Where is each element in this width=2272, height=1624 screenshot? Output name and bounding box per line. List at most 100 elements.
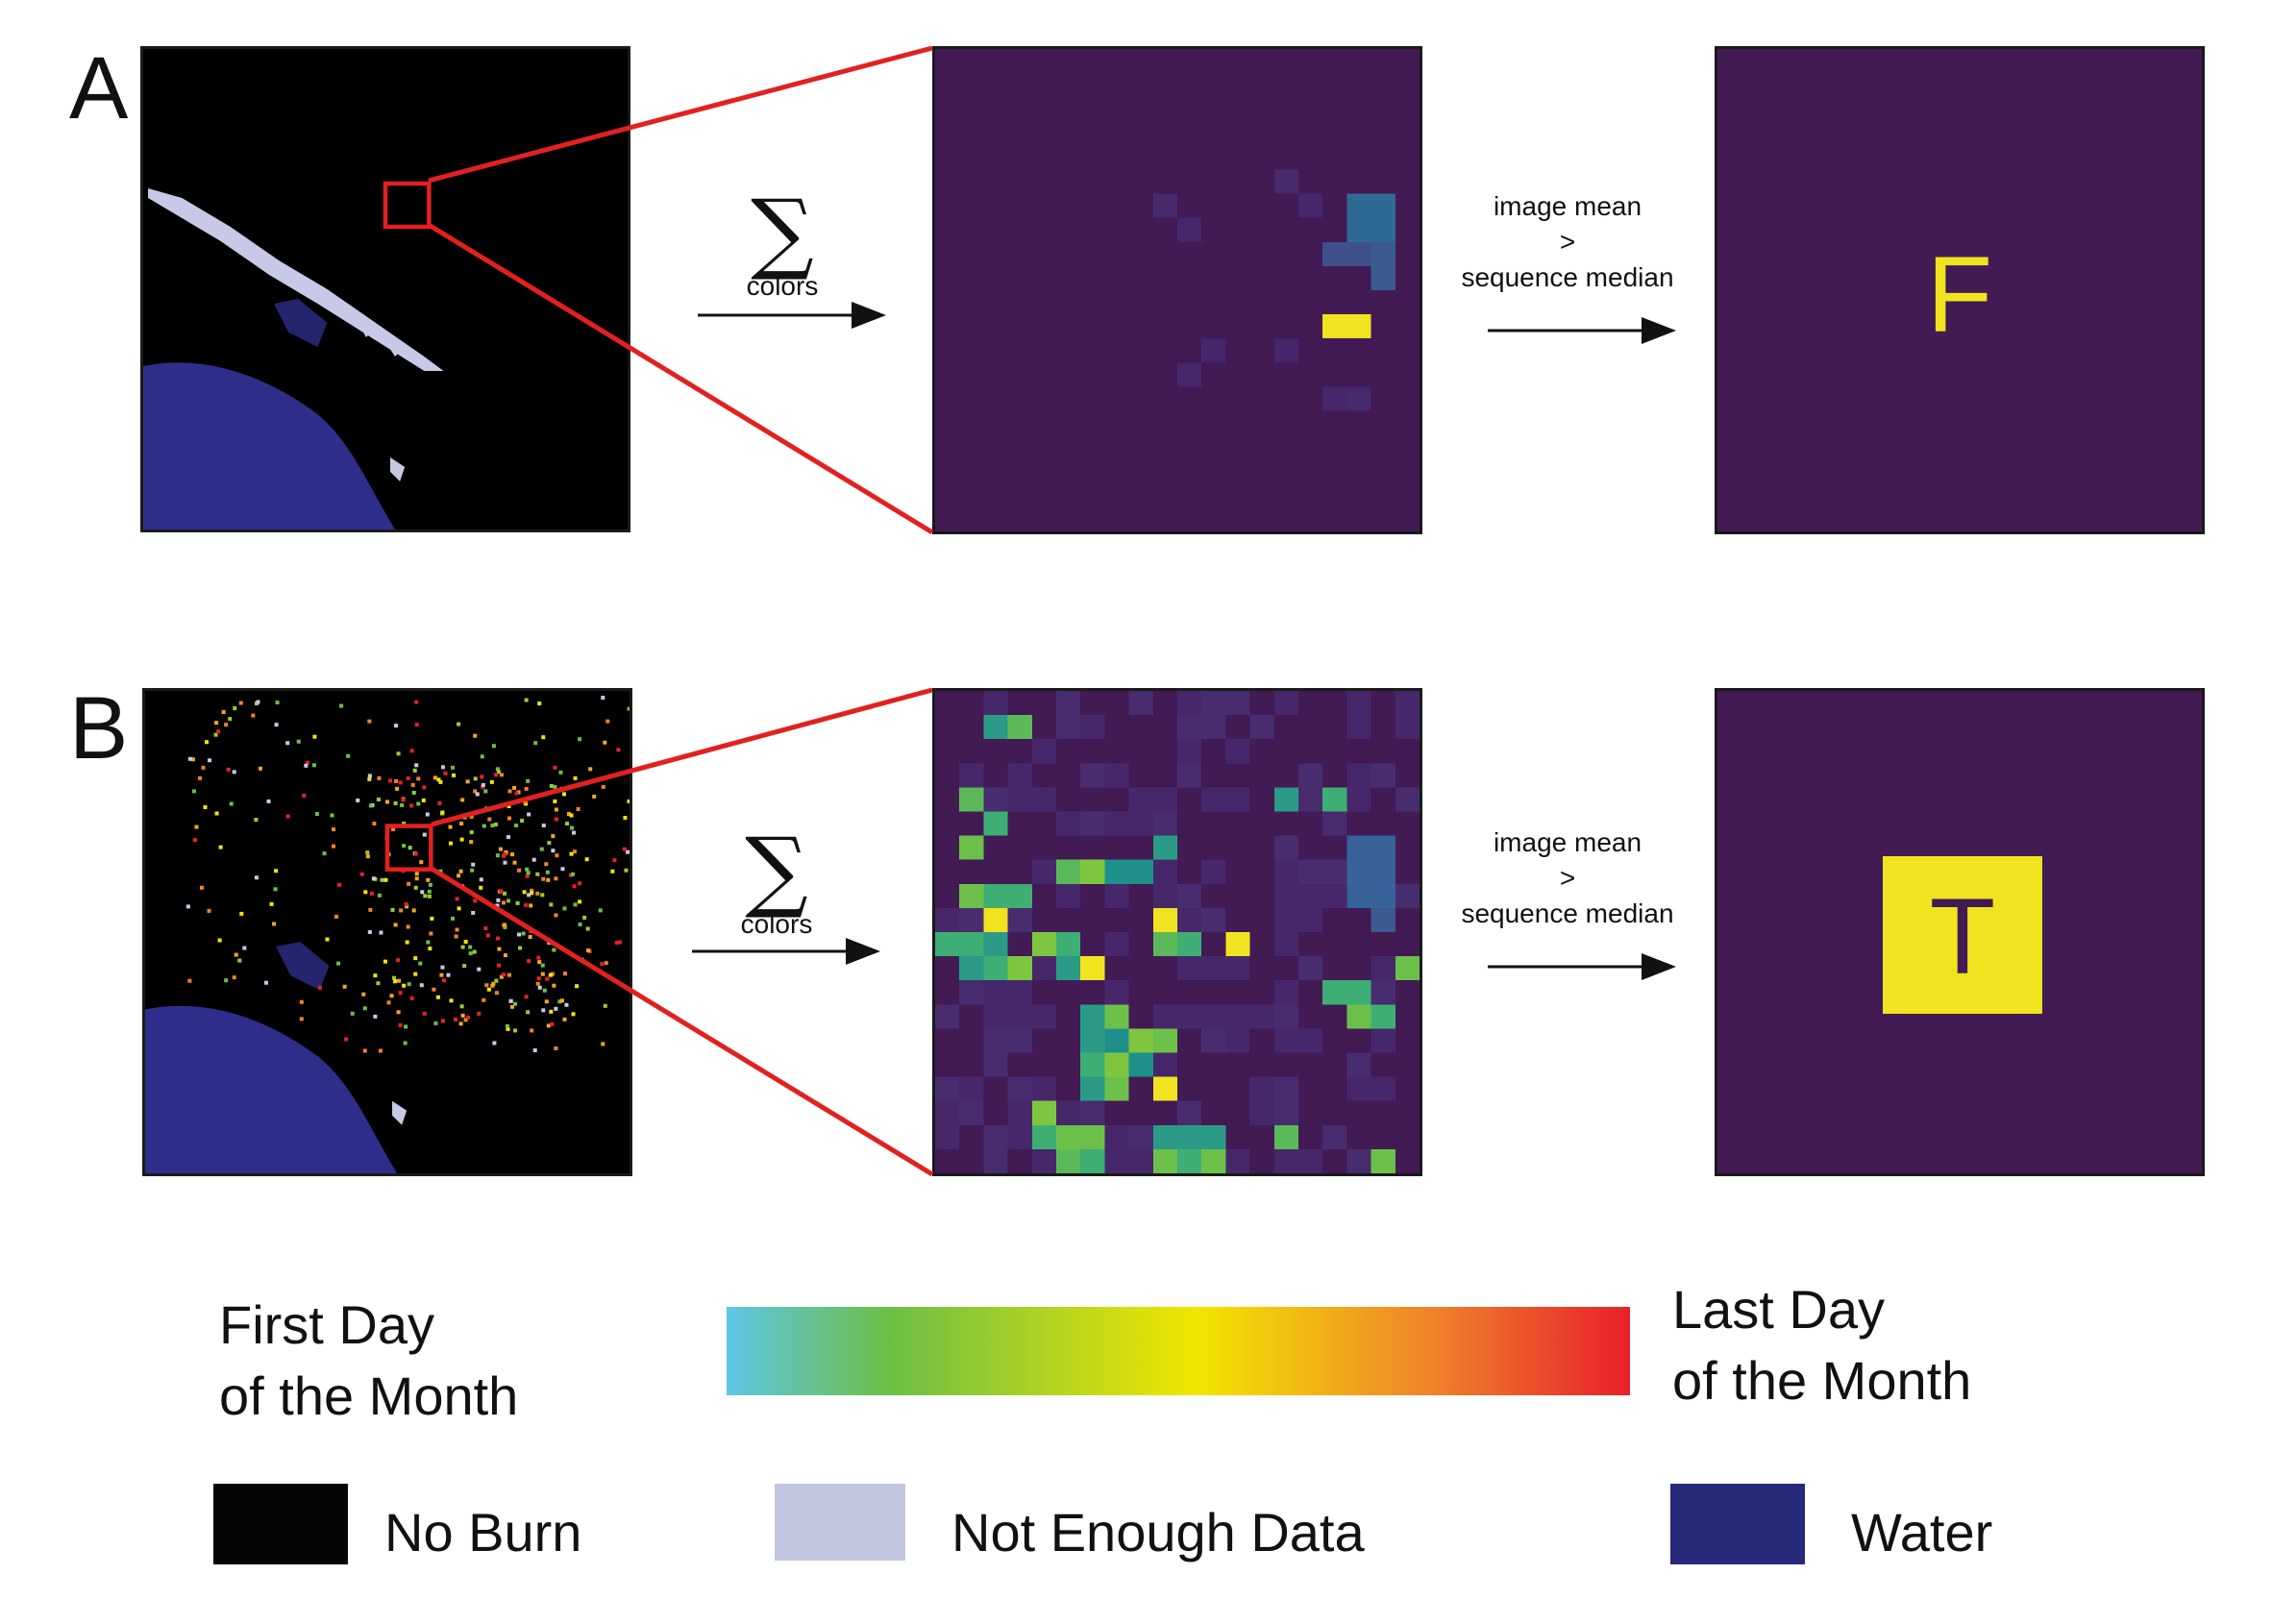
heatmap-cell [1056,1148,1081,1173]
burn-pixel [485,933,490,938]
burn-pixel [187,756,192,761]
burn-pixel [274,723,279,727]
burn-pixel [524,698,529,702]
burn-pixel [413,851,418,856]
burn-pixel [406,924,410,929]
not-enough-data-label: Not Enough Data [951,1502,1365,1562]
gradient-end-line-2: of the Month [1672,1350,1972,1411]
burn-pixel [483,789,488,794]
comparison-line-1: image mean [1493,827,1642,857]
burn-pixel [569,813,574,818]
burn-pixel [393,923,398,927]
heatmap-cell [1273,691,1298,716]
burn-pixel [585,926,590,931]
burn-pixel [541,1008,546,1013]
burn-pixel [484,983,489,988]
heatmap-cell [983,1004,1008,1029]
heatmap-cell [1298,193,1323,218]
burn-pixel [365,854,370,859]
result-false-letter: F [1926,234,1993,355]
burn-pixel [440,1019,445,1023]
burn-pixel [518,946,523,950]
burn-pixel [441,978,446,983]
heatmap-cell [1346,1052,1371,1077]
burn-pixel [204,740,210,745]
heatmap-cell [1056,932,1081,957]
burn-pixel [217,938,222,943]
burn-pixel [592,794,597,799]
burn-pixel [416,801,421,806]
heatmap-cell [1298,907,1323,932]
burn-pixel [369,891,374,896]
burn-pixel [399,908,404,913]
water-swatch [1670,1484,1805,1564]
burn-pixel [274,869,279,874]
burn-pixel [499,889,504,894]
heatmap-cell [1371,1028,1395,1053]
burn-pixel [455,897,459,901]
burn-pixel [457,906,461,911]
burn-pixel [232,975,236,980]
burn-pixel [416,776,421,781]
burn-pixel [373,973,378,978]
heatmap-cell [983,691,1008,716]
burn-pixel [471,862,476,867]
burn-pixel [427,889,432,894]
burn-pixel [525,874,530,878]
heatmap-cell [1346,1076,1371,1101]
heatmap-cell [1007,907,1032,932]
burn-pixel [580,957,584,962]
heatmap-cell [959,835,984,860]
burn-pixel [624,868,629,873]
burn-pixel [362,1006,367,1011]
burn-pixel [503,953,507,958]
heatmap-cell [1007,1076,1032,1101]
heatmap-cell [1104,980,1129,1005]
heatmap-cell [1371,907,1395,932]
heatmap-cell [1056,691,1081,716]
burn-pixel [214,811,219,816]
burn-pixel [463,940,468,945]
burn-pixel [480,754,484,759]
heatmap-cell [1177,217,1202,242]
burn-pixel [542,988,547,993]
burn-pixel [368,803,373,808]
burn-pixel [221,710,226,715]
burn-pixel [365,850,370,855]
row-b-burn-map-image [145,691,630,1173]
heatmap-cell [1322,314,1371,339]
burn-pixel [457,722,461,726]
burn-pixel [526,871,531,875]
burn-pixel [554,876,558,881]
burn-pixel [550,1021,555,1026]
heatmap-cell [1056,715,1081,740]
burn-pixel [477,1011,482,1016]
burn-pixel [285,814,290,819]
burn-pixel [559,786,564,791]
heatmap-cell [1273,169,1298,194]
burn-pixel [554,807,558,812]
result-true-box: T [1883,856,2042,1014]
heatmap-cell [1201,907,1226,932]
row-b-result-panel: T [1715,688,2205,1176]
burn-pixel [625,849,630,854]
burn-pixel [495,853,500,858]
heatmap-cell [1080,811,1105,836]
burn-pixel [514,791,519,796]
burn-pixel [578,881,582,886]
heatmap-cell [1177,362,1202,387]
burn-pixel [446,972,451,977]
row-b-zoom-heatmap [935,691,1420,1173]
burn-pixel [527,812,531,817]
burn-pixel [532,1047,537,1052]
burn-pixel [553,765,557,770]
burn-pixel [191,789,196,794]
burn-pixel [414,700,419,704]
burn-pixel [457,874,461,878]
heatmap-cell [959,1076,984,1101]
heatmap-cell [1056,956,1081,981]
burn-pixel [407,846,412,850]
burn-pixel [254,875,259,880]
heatmap-cell [983,1028,1008,1053]
burn-pixel [266,799,271,803]
